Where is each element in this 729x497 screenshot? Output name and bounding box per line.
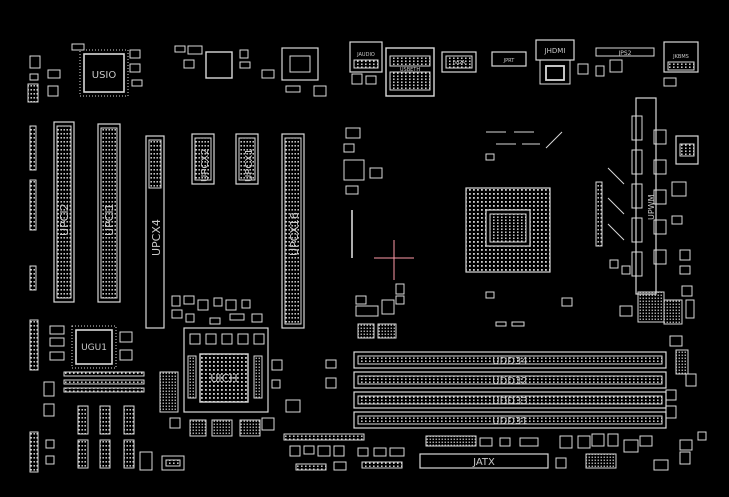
- label-usio: USIO: [92, 70, 117, 81]
- slot-upci1: [97, 123, 121, 303]
- slot-upcx16: [281, 133, 305, 329]
- label-upcx1: UPCX1: [244, 148, 255, 182]
- dimm-udd32: [353, 371, 667, 389]
- usio-chip: [79, 49, 129, 97]
- label-udd33: UDD33: [492, 396, 527, 407]
- usb-ethernet-connector: [385, 47, 435, 97]
- ugu1-chip: [49, 325, 145, 393]
- cpu-marker: [374, 240, 414, 280]
- vga-connector: [441, 51, 477, 73]
- label-vrm: UPWM: [647, 194, 656, 220]
- label-uich: UICH: [210, 372, 237, 385]
- label-upcx2: UPCX2: [200, 148, 211, 182]
- label-upci1: UPCI1: [103, 203, 116, 236]
- label-jvga: JVGA: [452, 60, 466, 66]
- cpu-socket: [465, 131, 573, 327]
- uich-chip: [159, 327, 301, 437]
- mid-left-components: [171, 295, 263, 325]
- label-ugu1: UGU1: [81, 343, 107, 353]
- label-jps2: JPS2: [617, 50, 631, 57]
- label-jprt: JPRT: [503, 58, 516, 64]
- slot-upcx4: [145, 135, 165, 329]
- audio-connector: [349, 41, 383, 85]
- label-jaudio: JAUDIO: [356, 52, 375, 58]
- printer-header: [491, 51, 527, 67]
- dimm-udd31: [353, 411, 667, 429]
- label-udd31: UDD31: [492, 416, 527, 427]
- center-components: [325, 127, 405, 389]
- dimm-udd33: [353, 391, 667, 409]
- label-jkbms: JKBMS: [672, 54, 689, 60]
- slot-upcx1: [235, 133, 259, 185]
- label-jhdmi: JHDMI: [544, 47, 566, 55]
- dimm-udd34: [353, 351, 667, 369]
- label-upcx4: UPCX4: [150, 219, 163, 256]
- kbms-connector: [663, 41, 699, 87]
- label-udd34: UDD34: [492, 356, 527, 367]
- vrm-area: [595, 97, 699, 419]
- slot-upcx2: [191, 133, 215, 185]
- bottom-row-components: [283, 431, 707, 471]
- hdmi-connector: [535, 39, 623, 85]
- label-jatx: JATX: [472, 457, 495, 468]
- top-center-components: [174, 45, 327, 97]
- left-edge-components: [29, 125, 55, 473]
- slot-upci2: [53, 121, 75, 303]
- label-upci2: UPCI2: [58, 203, 71, 236]
- ps2-connector: [595, 47, 655, 57]
- bottom-left-headers: [77, 405, 185, 471]
- label-usbeth: USBETH: [400, 67, 420, 73]
- label-udd32: UDD32: [492, 376, 527, 387]
- label-upcx16: UPCX16: [288, 212, 301, 256]
- top-left-components: [27, 43, 143, 103]
